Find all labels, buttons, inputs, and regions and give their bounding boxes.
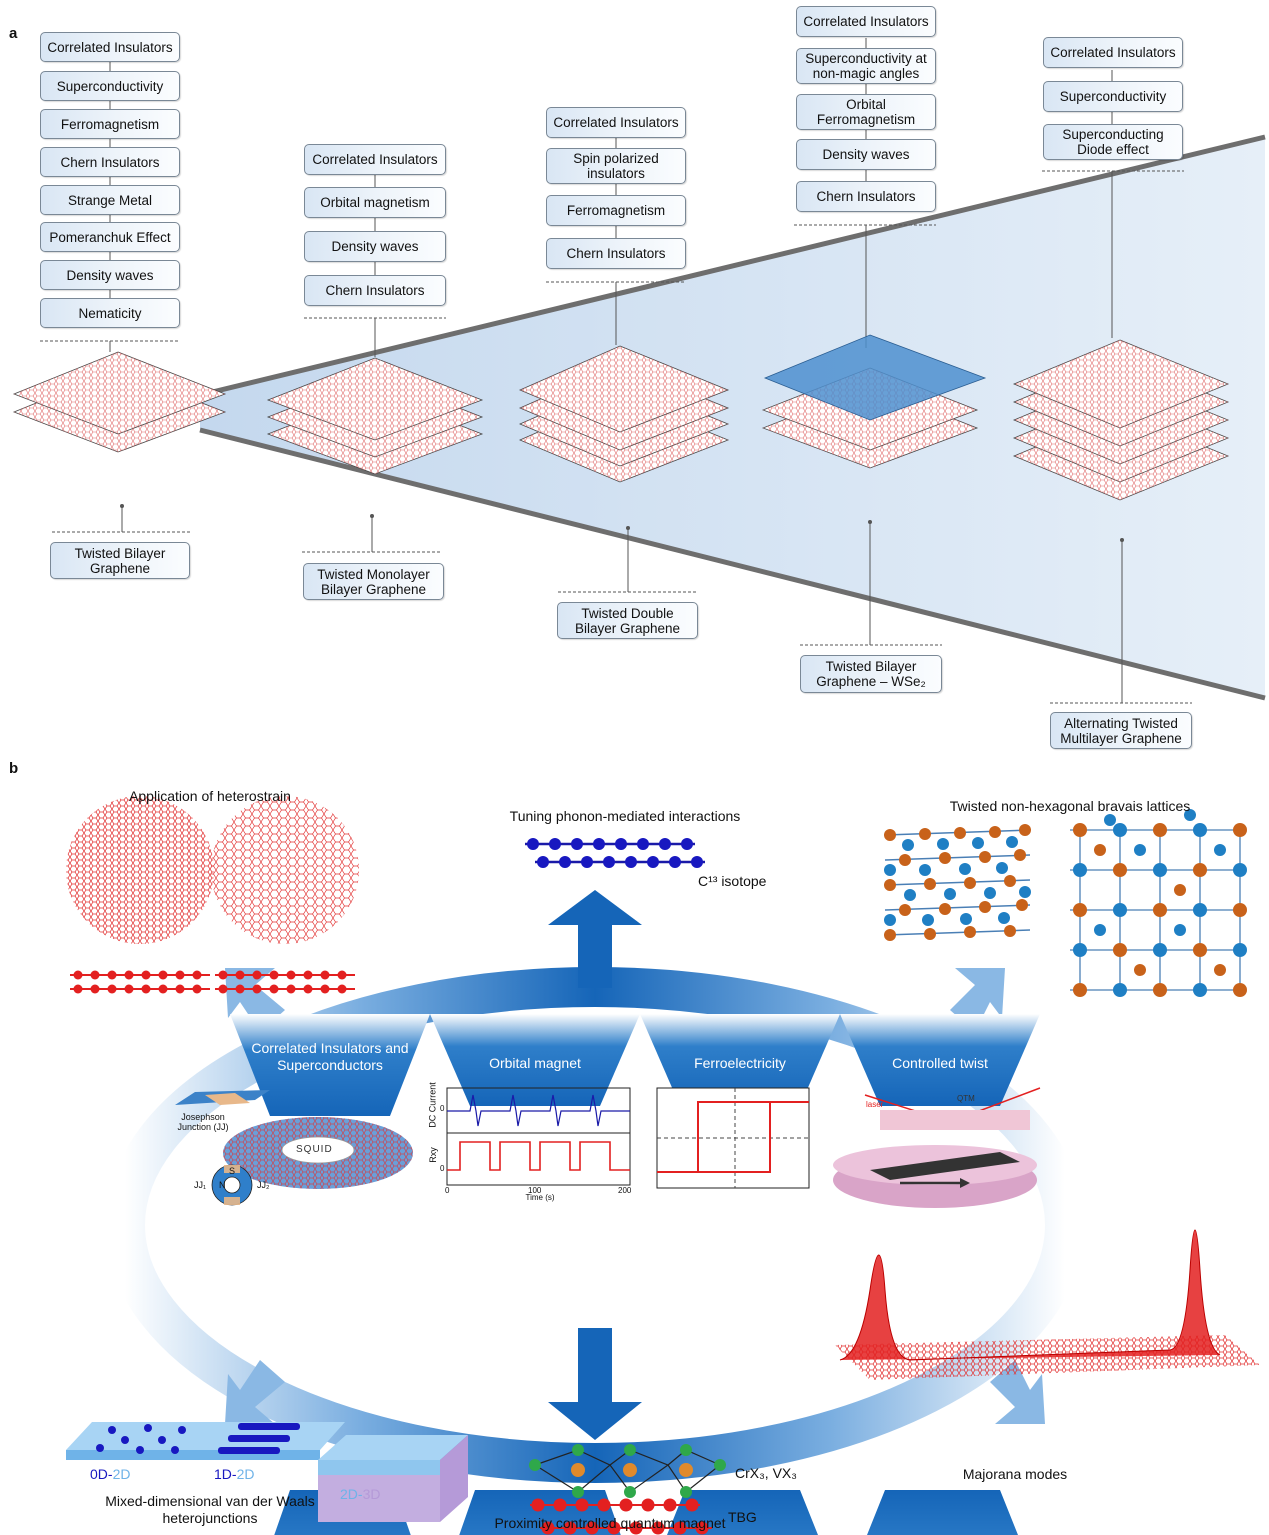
s-text-top: S bbox=[229, 1166, 236, 1176]
phase-box: Chern Insulators bbox=[796, 181, 936, 212]
laser-text: laser bbox=[866, 1100, 884, 1109]
dim-0d-2d: 0D-2D bbox=[90, 1466, 131, 1482]
heterostrain-chain-2 bbox=[215, 970, 355, 994]
bravais-label: Twisted non-hexagonal bravais lattices bbox=[949, 798, 1191, 814]
ferro-hysteresis-plot bbox=[656, 1087, 810, 1189]
outward-arrows bbox=[225, 890, 1045, 1440]
triangle-correlated bbox=[230, 1014, 430, 1116]
proximity-magnet bbox=[529, 1444, 726, 1535]
squid-text: SQUID bbox=[296, 1144, 333, 1155]
panel-b-graphics bbox=[66, 796, 1260, 1535]
phase-box: Pomeranchuk Effect bbox=[40, 222, 180, 252]
bravais-lattice-right bbox=[1070, 809, 1247, 997]
triangle-ferro bbox=[640, 1014, 840, 1106]
tbg-label: TBG bbox=[728, 1509, 757, 1525]
phase-box: Correlated Insulators bbox=[546, 107, 686, 138]
bravais-lattice-left bbox=[884, 824, 1031, 941]
majorana-label: Majorana modes bbox=[962, 1466, 1068, 1482]
phase-box: Superconductivity at non-magic angles bbox=[796, 48, 936, 84]
josephson-label: Josephson Junction, SQUID bbox=[293, 1196, 361, 1246]
wedge-lower-edge bbox=[199, 427, 1266, 701]
phase-box: Correlated Insulators bbox=[1043, 37, 1183, 68]
phase-box: Correlated Insulators bbox=[304, 144, 446, 175]
phase-box: Correlated Insulators bbox=[40, 32, 180, 62]
dim-2d-3d: 2D-3D bbox=[340, 1486, 381, 1502]
heterostrain-label: Application of heterostrain bbox=[129, 788, 291, 804]
plot-ytick-bottom: 0 bbox=[440, 1164, 445, 1173]
mixed-dim-label: Mixed-dimensional van der Waals heteroju… bbox=[105, 1493, 315, 1526]
orbital-plot bbox=[446, 1087, 631, 1186]
dim-1d-2d: 1D-2D bbox=[214, 1466, 255, 1482]
phase-box: Superconductivity bbox=[1043, 81, 1183, 112]
jj1-text: JJ₁ bbox=[194, 1180, 207, 1190]
n-text: N bbox=[219, 1180, 226, 1190]
correlated-sc-label: Correlated Insulators and Superconductor… bbox=[251, 1040, 409, 1073]
plot-ytick-top: 0 bbox=[440, 1104, 445, 1113]
phase-box: Chern Insulators bbox=[40, 147, 180, 177]
wse2-layer bbox=[763, 334, 987, 421]
phase-box: Ferromagnetism bbox=[546, 195, 686, 226]
phase-box: Nematicity bbox=[40, 298, 180, 328]
phase-box: Chern Insulators bbox=[546, 238, 686, 269]
stack-tmbg bbox=[266, 357, 484, 475]
phase-box: Density waves bbox=[40, 260, 180, 290]
phase-box: Superconductivity bbox=[40, 71, 180, 101]
controlled-twist-label: Controlled twist bbox=[892, 1055, 988, 1071]
phase-box: Ferromagnetism bbox=[40, 109, 180, 139]
plot-xlabel: Time (s) bbox=[525, 1193, 555, 1202]
plot-ylabel-bottom: Rxy bbox=[427, 1147, 438, 1163]
isotope-label: C¹³ isotope bbox=[698, 873, 767, 889]
jj-caption: Josephson Junction (JJ) bbox=[177, 1112, 229, 1132]
phase-box: Orbital Ferromagnetism bbox=[796, 94, 936, 130]
ferroelectricity-label: Ferroelectricity bbox=[694, 1055, 786, 1071]
plot-xtick-0: 0 bbox=[445, 1186, 450, 1195]
qtm-text: QTM bbox=[957, 1094, 975, 1103]
phase-box: Correlated Insulators bbox=[796, 6, 936, 37]
plot-ylabel-top: DC Current bbox=[427, 1082, 438, 1128]
stack-tbg bbox=[12, 351, 227, 453]
phase-box: Density waves bbox=[796, 139, 936, 170]
triangle-orbital bbox=[430, 1014, 640, 1106]
qtm-label: Quantum twisting microscope bbox=[877, 1220, 987, 1253]
proximity-label: Proximity controlled quantum magnet bbox=[494, 1515, 726, 1531]
crx3-label: CrX₃, VX₃ bbox=[735, 1465, 797, 1481]
orbital-magnet-label: Orbital magnet bbox=[489, 1055, 581, 1071]
plot-xtick-100: 100 bbox=[528, 1186, 542, 1195]
stack-tbg-wse2 bbox=[761, 334, 987, 469]
phase-box: Superconducting Diode effect bbox=[1043, 124, 1183, 160]
phase-box: Chern Insulators bbox=[304, 275, 446, 306]
qtm-inset bbox=[833, 1087, 1041, 1208]
panel-b-letter: b bbox=[9, 760, 19, 777]
stack-atmg bbox=[1012, 339, 1230, 501]
majorana-surface bbox=[835, 1229, 1260, 1380]
phase-box: Spin polarized insulators bbox=[546, 148, 686, 184]
phase-box: Strange Metal bbox=[40, 185, 180, 215]
triangle-twist bbox=[840, 1014, 1040, 1106]
phonon-chain bbox=[525, 838, 705, 868]
memories-label: Non-volatile magnetic memories bbox=[470, 1220, 606, 1253]
panel-a-graphics bbox=[12, 38, 1266, 704]
heterostrain-chain-1 bbox=[70, 970, 210, 994]
phonon-label: Tuning phonon-mediated interactions bbox=[509, 808, 741, 824]
fe-sc-fet-label: Non-volatile FE-SC FET bbox=[682, 1220, 802, 1253]
wedge-upper-edge bbox=[199, 134, 1266, 398]
plot-xtick-200: 200 bbox=[618, 1186, 632, 1195]
phase-box: Density waves bbox=[304, 231, 446, 262]
phase-space-wedge bbox=[200, 137, 1265, 698]
heterostrain-disk-1 bbox=[66, 796, 214, 944]
jj-inset bbox=[175, 1090, 413, 1206]
heterostrain-disk-2 bbox=[211, 796, 359, 944]
panel-a-letter: a bbox=[9, 25, 18, 42]
mixed-dim-slabs bbox=[66, 1422, 468, 1522]
stack-tdbg bbox=[518, 345, 730, 483]
jj2-text: JJ₂ bbox=[257, 1180, 270, 1190]
phase-box: Orbital magnetism bbox=[304, 187, 446, 218]
